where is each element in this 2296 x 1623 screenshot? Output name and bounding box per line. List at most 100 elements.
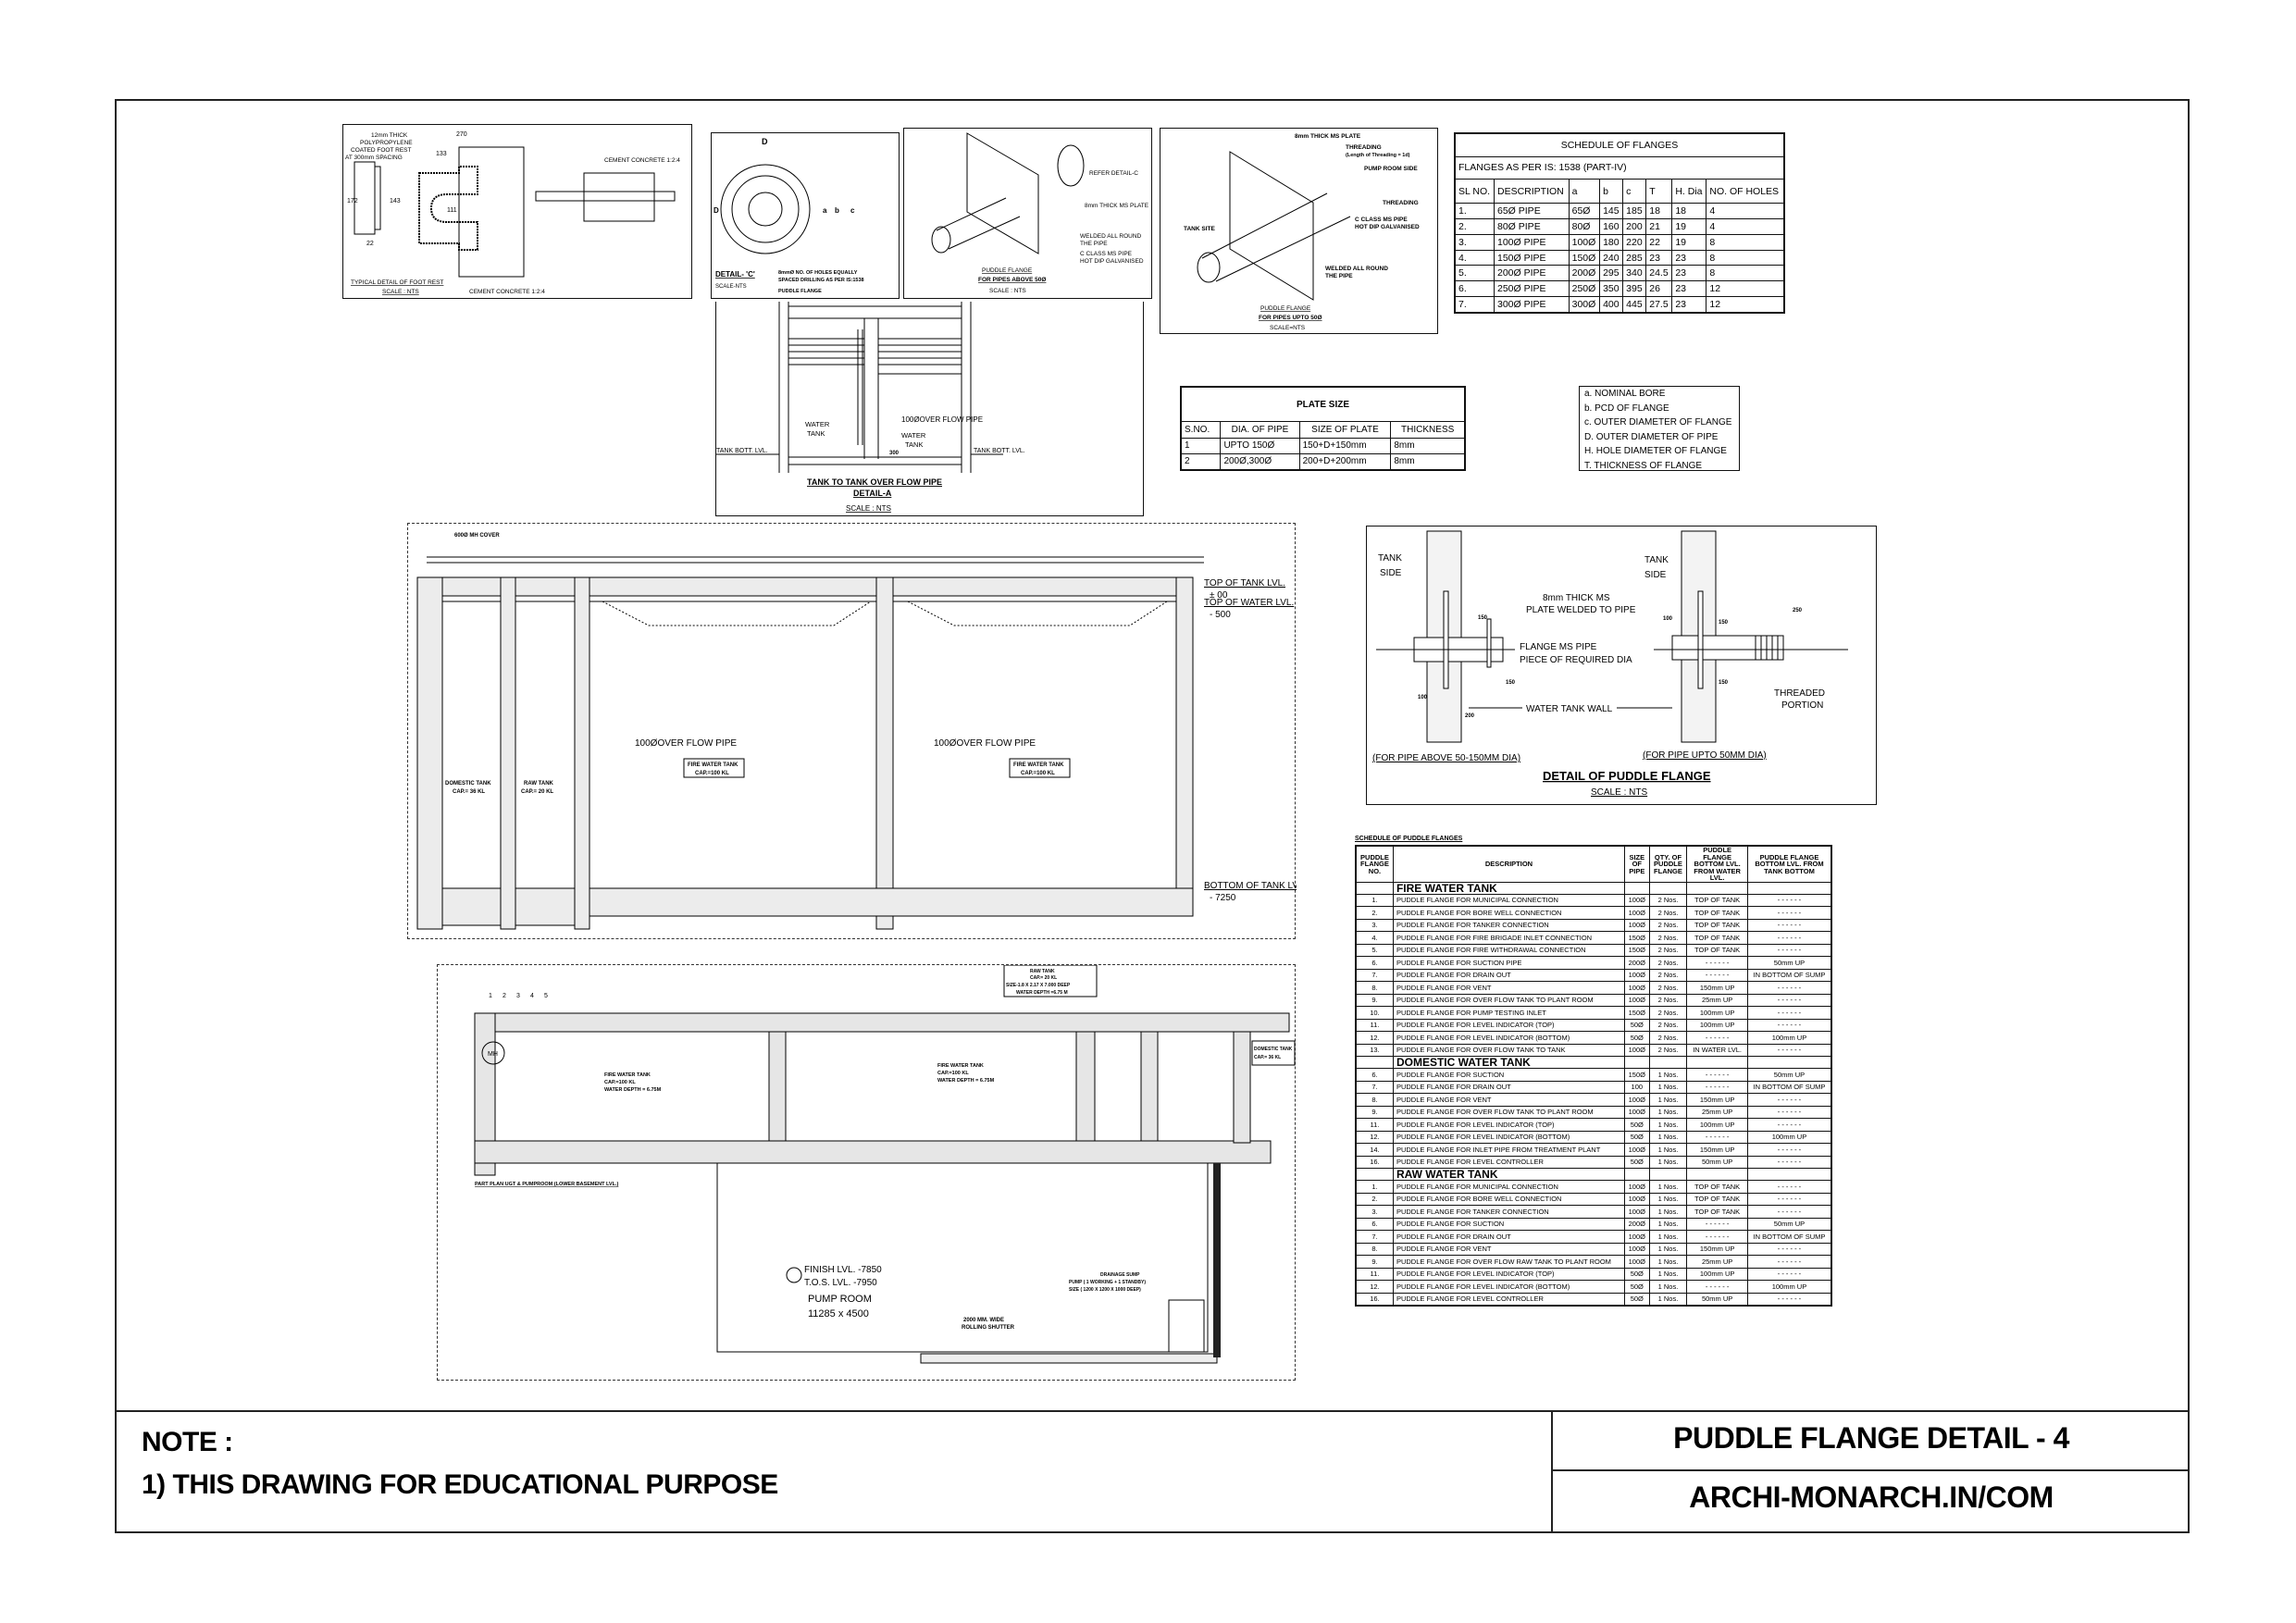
detail-subtitle: FOR PIPES UPTO 50Ø (1259, 315, 1322, 321)
table-cell: 50mm UP (1746, 1217, 1832, 1231)
table-cell: 200Ø (1623, 956, 1650, 970)
table-cell: 10. (1356, 1006, 1394, 1020)
table-cell: 200Ø (1623, 1217, 1650, 1231)
table-cell: 2 (1180, 452, 1222, 471)
group-spacer (1648, 1168, 1688, 1181)
table-cell: 50mm UP (1746, 1068, 1832, 1082)
puddle-flange-detail: TANK SIDE TANK SIDE 8mm THICK MS PLATE W… (1366, 526, 1877, 805)
table-cell: 2 Nos. (1648, 981, 1688, 995)
raw-tank-box: CAP.= 20 KL (1030, 975, 1057, 981)
table-cell: 1. (1455, 203, 1495, 219)
dim: 200 (1465, 713, 1475, 719)
table-cell: 12. (1356, 1280, 1394, 1294)
detail-subtitle: FOR PIPES ABOVE 50Ø (978, 277, 1046, 283)
table-cell: TOP OF TANK (1686, 906, 1748, 920)
column-header: S.NO. (1180, 421, 1222, 439)
table-row: 4.PUDDLE FLANGE FOR FIRE BRIGADE INLET C… (1356, 931, 1832, 945)
table-cell: 23 (1671, 265, 1707, 282)
table-cell: 2 Nos. (1648, 1043, 1688, 1057)
raw-tank-box: RAW TANK (1030, 969, 1055, 974)
table-cell: 2 Nos. (1648, 1006, 1688, 1020)
table-cell: 12 (1706, 296, 1784, 313)
plate-size-title: PLATE SIZE (1181, 386, 1465, 423)
table-cell: PUDDLE FLANGE FOR OVER FLOW RAW TANK TO … (1392, 1255, 1625, 1269)
table-cell: 6. (1356, 956, 1394, 970)
table-cell: PUDDLE FLANGE FOR INLET PIPE FROM TREATM… (1392, 1143, 1625, 1157)
pipe-tag: 3 (516, 993, 520, 999)
table-cell: 250Ø PIPE (1494, 280, 1570, 298)
table-cell: 12. (1356, 1031, 1394, 1045)
table-cell: 150mm UP (1686, 1093, 1748, 1107)
table-cell: 19 (1671, 218, 1707, 235)
table-group-row: RAW WATER TANK (1356, 1168, 1832, 1181)
table-cell: 150mm UP (1686, 981, 1748, 995)
table-cell: PUDDLE FLANGE FOR LEVEL INDICATOR (TOP) (1392, 1118, 1625, 1132)
group-spacer (1356, 1168, 1394, 1181)
detail-c-drawing: D D a b c 8mmØ NO. OF HOLES EQUALLY SPAC… (714, 137, 864, 294)
table-cell: 100Ø (1623, 1230, 1650, 1244)
table-cell: 18 (1645, 203, 1673, 219)
table-cell: PUDDLE FLANGE FOR LEVEL INDICATOR (TOP) (1392, 1267, 1625, 1281)
table-cell: 3. (1356, 1205, 1394, 1219)
table-cell: 395 (1622, 280, 1647, 298)
dim: 150 (1478, 615, 1488, 621)
table-cell: 7. (1356, 1230, 1394, 1244)
note-text: 1) THIS DRAWING FOR EDUCATIONAL PURPOSE (142, 1469, 778, 1500)
footrest-note-line: COATED FOOT REST (351, 147, 412, 154)
pipe-tag: 2 (503, 993, 506, 999)
table-cell: 25mm UP (1686, 1105, 1748, 1119)
fire-tank-2-label: FIRE WATER TANK (937, 1063, 984, 1069)
table-cell: 100Ø (1623, 1143, 1650, 1157)
table-cell: PUDDLE FLANGE FOR PUMP TESTING INLET (1392, 1006, 1625, 1020)
table-cell: PUDDLE FLANGE FOR SUCTION (1392, 1068, 1625, 1082)
tank-side-left: TANK (1378, 553, 1402, 564)
group-spacer (1686, 1168, 1748, 1181)
table-cell: PUDDLE FLANGE FOR LEVEL INDICATOR (BOTTO… (1392, 1031, 1625, 1045)
table-cell: UPTO 150Ø (1220, 437, 1300, 454)
table-cell: 6. (1455, 280, 1495, 298)
table-cell: 8 (1706, 265, 1784, 282)
pipe-tag: 1 (489, 993, 492, 999)
table-cell: - - - - - - (1746, 906, 1832, 920)
table-cell: PUDDLE FLANGE FOR VENT (1392, 981, 1625, 995)
table-cell: 300Ø PIPE (1494, 296, 1570, 313)
table-cell: 2 Nos. (1648, 1018, 1688, 1032)
column-header: DESCRIPTION (1392, 846, 1625, 883)
group-spacer (1623, 882, 1650, 895)
table-cell: 1 Nos. (1648, 1105, 1688, 1119)
column-header: SL NO. (1455, 179, 1495, 204)
table-cell: PUDDLE FLANGE FOR DRAIN OUT (1392, 1080, 1625, 1094)
column-header: QTY. OF PUDDLE FLANGE (1648, 846, 1688, 883)
raw-tank-label: CAP.= 20 KL (521, 789, 553, 795)
table-cell: - - - - - - (1746, 1255, 1832, 1269)
table-cell: PUDDLE FLANGE FOR DRAIN OUT (1392, 968, 1625, 982)
tank-bott-left: TANK BOTT. LVL. (716, 448, 768, 454)
table-cell: 2. (1455, 218, 1495, 235)
table-cell: 11. (1356, 1018, 1394, 1032)
detail-scale: SCALE : NTS (989, 288, 1026, 294)
table-cell: 13. (1356, 1043, 1394, 1057)
table-cell: 100mm UP (1686, 1118, 1748, 1132)
water-tank-left: WATER (805, 420, 830, 428)
table-row: 14.PUDDLE FLANGE FOR INLET PIPE FROM TRE… (1356, 1143, 1832, 1157)
table-cell: 5. (1455, 265, 1495, 282)
pipe-note: C CLASS MS PIPE (1355, 217, 1408, 223)
table-cell: TOP OF TANK (1686, 1192, 1748, 1206)
table-row: 12.PUDDLE FLANGE FOR LEVEL INDICATOR (BO… (1356, 1130, 1832, 1144)
table-cell: 7. (1455, 296, 1495, 313)
table-cell: 200+D+200mm (1298, 452, 1392, 471)
table-cell: 220 (1622, 233, 1647, 251)
legend-item: a. NOMINAL BORE (1584, 389, 1666, 399)
dim-300: 300 (889, 451, 900, 456)
table-cell: 25mm UP (1686, 1255, 1748, 1269)
dim: 150 (1506, 680, 1516, 686)
group-spacer (1746, 1168, 1832, 1181)
